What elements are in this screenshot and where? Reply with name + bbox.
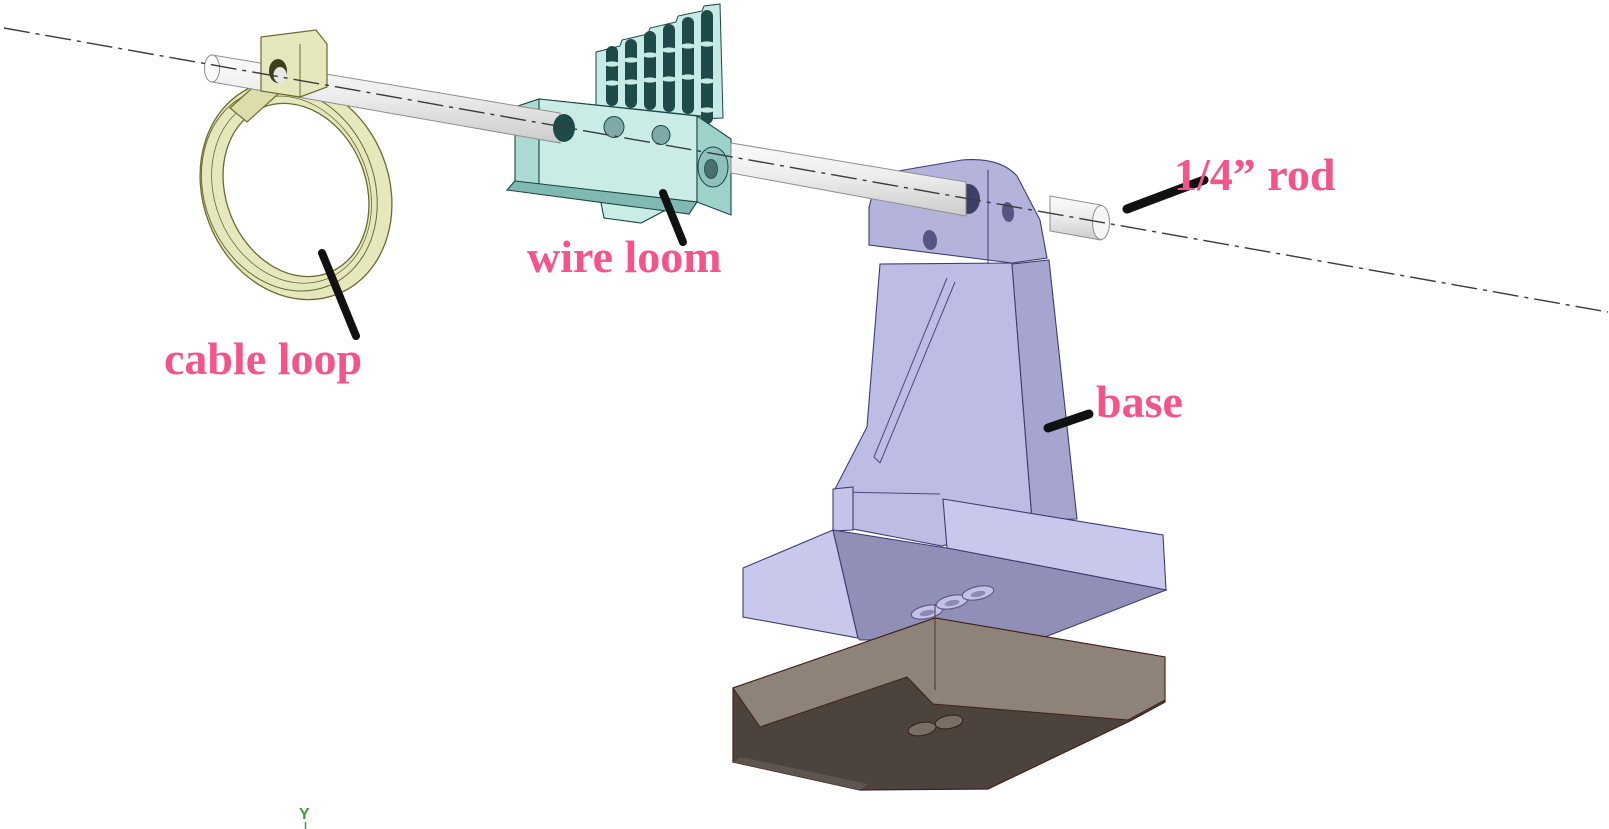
base-foot-tab[interactable] [833,487,853,531]
loom-counterbore-hole [705,160,718,179]
rod-middle-segment[interactable] [731,143,966,216]
clamp-hole-2 [934,713,964,731]
cable-loop-clip[interactable] [261,30,327,97]
y-axis-label: Y [299,806,310,823]
rod-part-continued[interactable] [731,143,1110,240]
base-countersink-holes [910,583,995,621]
leader-line-cable-loop [322,253,356,336]
clip-block[interactable] [261,30,327,97]
clamp-plate-part[interactable] [733,618,1165,790]
axis-indicator: Y [299,806,310,829]
label-wire-loom: wire loom [527,231,722,282]
leader-line-rod [1127,180,1204,209]
rod-in-clip [273,67,287,83]
base-hole-front [922,230,938,250]
base-rib [874,278,955,463]
label-cable-loop: cable loop [164,333,362,384]
label-rod: 1/4” rod [1174,149,1336,200]
leader-line-wire-loom [663,193,683,242]
base-foot-line [837,492,940,494]
rod-end-cap-left [205,55,220,82]
comb-slot-pinches [604,41,715,113]
clamp-front-rail [733,757,868,790]
ring-face[interactable] [168,51,424,328]
base-hole-right [1001,202,1015,222]
comb-slots [606,10,713,124]
base-tower-right-face[interactable] [1012,260,1077,520]
label-base: base [1096,376,1183,427]
loom-hole-1 [604,117,624,138]
wire-loom-part[interactable] [507,4,731,223]
annotations: cable loop wire loom 1/4” rod base [164,149,1336,428]
loom-bottom-face[interactable] [507,181,697,214]
base-tower-front-face[interactable] [835,263,1032,546]
leader-line-base [1048,414,1089,428]
loom-rod-entry-hole [553,114,575,142]
clamp-top-face[interactable] [733,618,1165,727]
loom-hole-2 [652,126,670,145]
centerline [4,28,1608,312]
